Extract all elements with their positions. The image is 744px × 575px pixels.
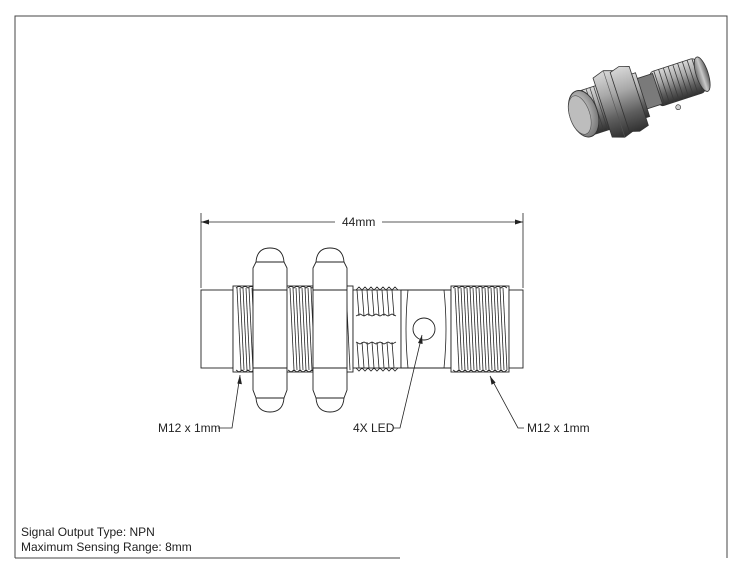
overall-length-dimension	[200, 213, 524, 288]
drawing-frame	[14, 15, 728, 559]
spec-sensing-range: Maximum Sensing Range: 8mm	[21, 540, 192, 554]
led-callout-label: 4X LED	[353, 421, 395, 435]
thread-spec-right-label: M12 x 1mm	[527, 421, 590, 435]
spec-signal-output: Signal Output Type: NPN	[21, 525, 155, 539]
sensor-side-view	[200, 247, 524, 413]
overall-length-label: 44mm	[342, 215, 376, 229]
led-window	[412, 317, 436, 341]
sensor-3d-thumbnail	[567, 56, 711, 138]
thread-spec-left-label: M12 x 1mm	[158, 421, 221, 435]
leader-lines	[218, 334, 524, 429]
hex-nut-2	[312, 247, 348, 413]
hex-nut-1	[252, 247, 288, 413]
